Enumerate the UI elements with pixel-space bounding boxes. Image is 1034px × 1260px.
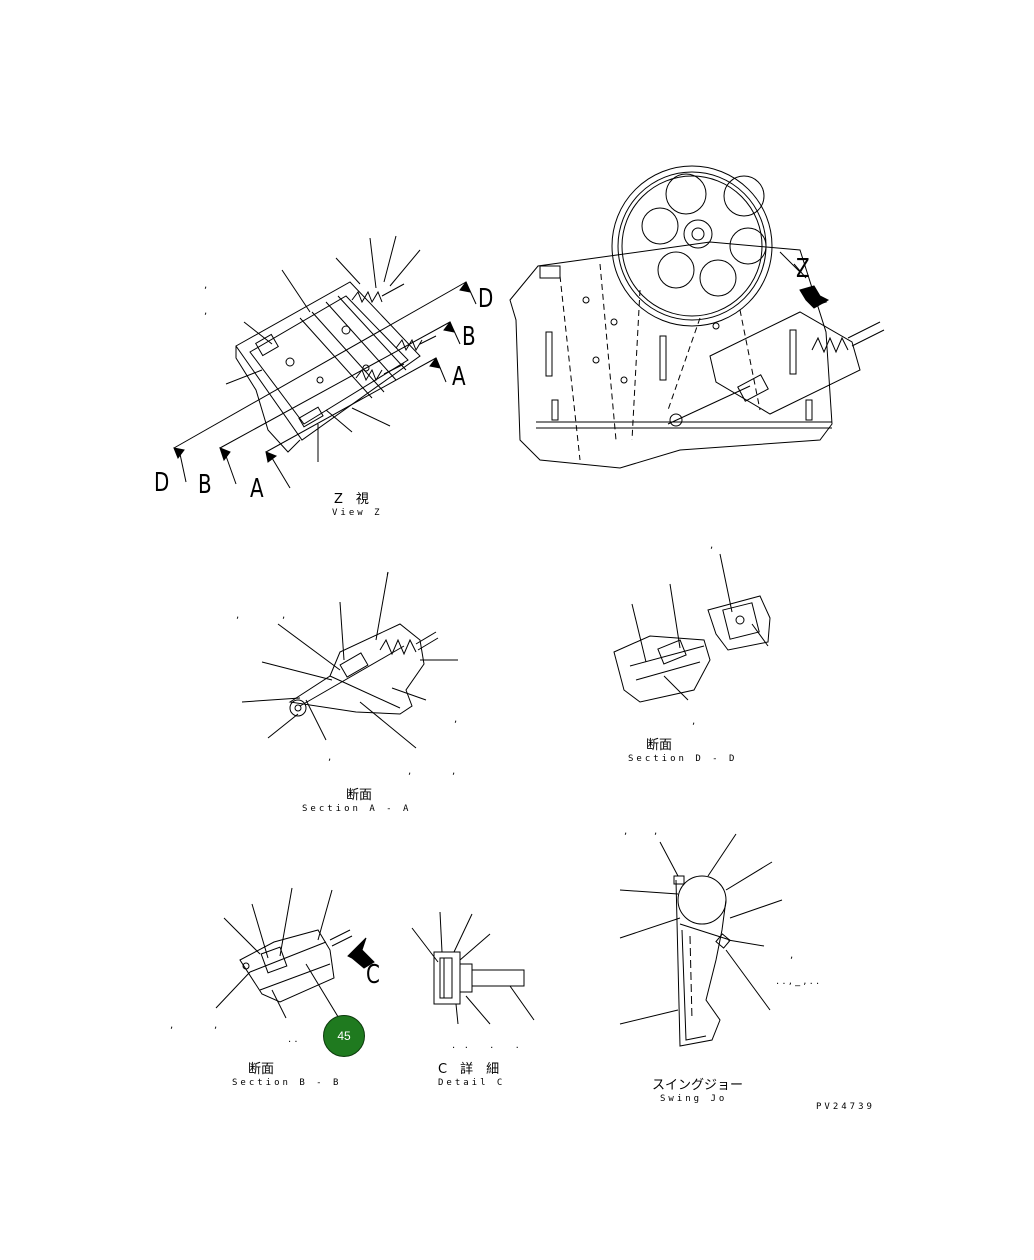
mark: , xyxy=(790,950,794,961)
mark: , xyxy=(710,540,714,551)
swing-jaw-drawing xyxy=(620,834,782,1046)
dim-label-a-left: A xyxy=(250,474,264,504)
section-aa-drawing xyxy=(242,572,458,748)
swing-jaw-title-en: Swing Jo xyxy=(660,1094,728,1104)
mark: , xyxy=(204,280,208,291)
dim-label-a-right: A xyxy=(452,362,466,392)
mark: . . xyxy=(288,1034,298,1045)
view-z-title-en: View Z xyxy=(332,508,383,518)
reference-badge[interactable]: 45 xyxy=(323,1015,365,1057)
mark: , xyxy=(282,610,286,621)
section-bb-title-en: Section B - B xyxy=(232,1078,342,1088)
section-bb-drawing xyxy=(216,888,374,1020)
view-z-drawing xyxy=(174,236,476,488)
detail-c-arrow-label: C xyxy=(366,960,380,990)
section-aa-title-jp: 断面 xyxy=(346,788,373,803)
section-dd-drawing xyxy=(614,554,770,702)
mark: , xyxy=(204,306,208,317)
mark: . . , _ , . . xyxy=(776,976,820,987)
mark: , xyxy=(452,766,456,777)
detail-c-title-en: Detail C xyxy=(438,1078,506,1088)
mark: , xyxy=(654,826,658,837)
dim-label-b-left: B xyxy=(198,470,212,500)
mark: , xyxy=(454,714,458,725)
main-view-drawing xyxy=(510,166,884,468)
detail-c-drawing xyxy=(412,912,534,1024)
section-dd-title-jp: 断面 xyxy=(646,738,673,753)
mark: , xyxy=(624,826,628,837)
mark: , xyxy=(236,610,240,621)
section-dd-title-en: Section D - D xyxy=(628,754,738,764)
mark: , xyxy=(170,1020,174,1031)
mark: . . . . xyxy=(452,1040,519,1051)
z-arrow-label: Z xyxy=(796,254,810,284)
detail-c-title-jp: C 詳 細 xyxy=(438,1062,500,1077)
section-aa-title-en: Section A - A xyxy=(302,804,412,814)
swing-jaw-title-jp: スイングジョー xyxy=(652,1078,744,1093)
section-bb-title-jp: 断面 xyxy=(248,1062,275,1077)
dim-label-b-right: B xyxy=(462,322,476,352)
dim-label-d-right: D xyxy=(478,284,494,314)
drawing-id: PV24739 xyxy=(816,1102,875,1112)
mark: , xyxy=(328,752,332,763)
dim-label-d-left: D xyxy=(154,468,170,498)
mark: , xyxy=(386,566,390,577)
mark: , xyxy=(214,1020,218,1031)
mark: , xyxy=(408,766,412,777)
view-z-title-jp: Z 視 xyxy=(334,492,369,507)
mark: , xyxy=(692,716,696,727)
